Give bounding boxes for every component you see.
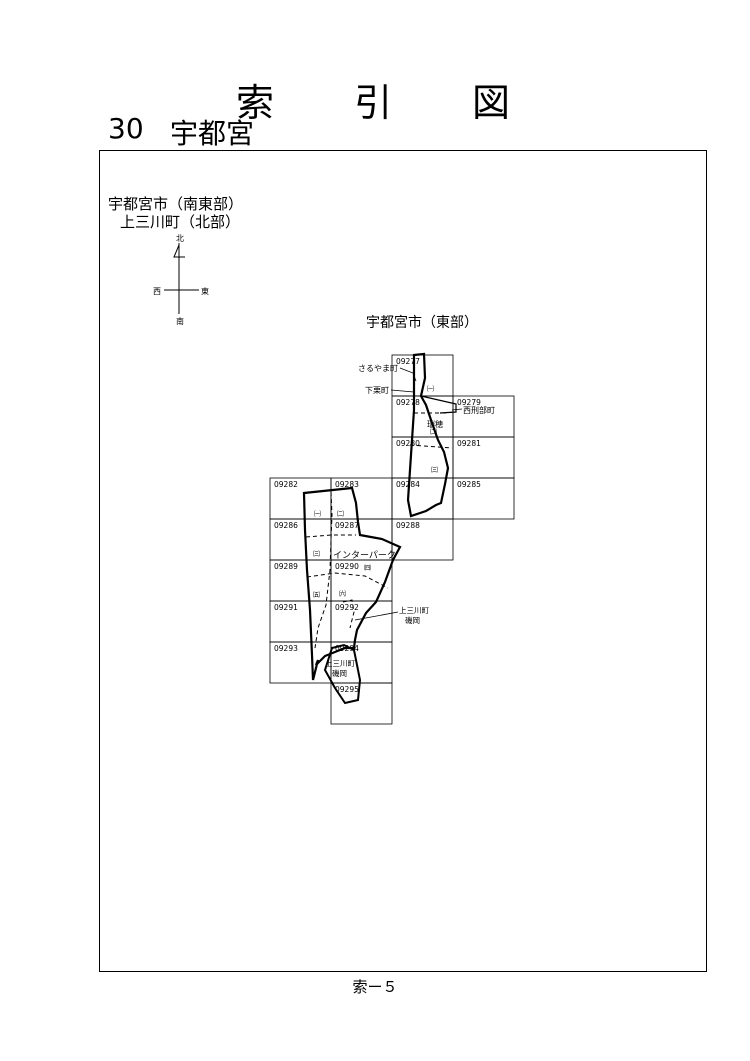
boundary-south-polygon bbox=[302, 486, 402, 681]
place-label-isooka: 磯岡 bbox=[405, 616, 420, 625]
map-sheet-label-09292: 09292 bbox=[335, 603, 359, 612]
district-mark-6: ㈢ bbox=[313, 550, 320, 558]
sheet-number: 30 bbox=[108, 112, 144, 145]
title-char-3: 図 bbox=[472, 81, 515, 125]
compass-south: 南 bbox=[176, 317, 184, 326]
map-sheet-label-09282: 09282 bbox=[274, 480, 298, 489]
compass-west: 西 bbox=[153, 287, 161, 296]
district-mark-3: ㈢ bbox=[431, 466, 438, 474]
place-label-interpark: インターパーク bbox=[333, 551, 396, 561]
compass-north: 北 bbox=[176, 234, 184, 243]
boundary-north-strip bbox=[406, 352, 450, 518]
map-sheet-label-09279: 09279 bbox=[457, 398, 481, 407]
map-sheet-label-09287: 09287 bbox=[335, 521, 359, 530]
map-sheet-label-09285: 09285 bbox=[457, 480, 481, 489]
boundary-south-lower bbox=[323, 643, 362, 705]
map-sheet-label-09290: 09290 bbox=[335, 562, 359, 571]
compass-east: 東 bbox=[201, 287, 209, 296]
internal-line-south-1 bbox=[314, 491, 333, 649]
map-sheet-09288 bbox=[391, 518, 454, 561]
map-sheet-label-09293: 09293 bbox=[274, 644, 298, 653]
place-label-sarayama: さるやま町 bbox=[358, 364, 398, 373]
compass-icon bbox=[164, 243, 199, 314]
district-mark-5: ㈡ bbox=[337, 510, 344, 518]
page-title: 索引図 bbox=[0, 72, 750, 127]
title-char-2: 引 bbox=[353, 81, 396, 125]
district-mark-7: ㈣ bbox=[364, 564, 371, 572]
map-sheet-label-09277: 09277 bbox=[396, 357, 420, 366]
map-sheet-label-09288: 09288 bbox=[396, 521, 420, 530]
map-sheet-label-09295: 09295 bbox=[335, 685, 359, 694]
district-mark-9: ㈥ bbox=[339, 590, 346, 598]
internal-line-south-2 bbox=[305, 534, 356, 538]
map-sheet-label-09291: 09291 bbox=[274, 603, 298, 612]
place-label-shimokuri: 下栗町 bbox=[365, 386, 389, 395]
district-mark-8: ㈤ bbox=[313, 591, 320, 599]
region-label-north: 上三川町（北部） bbox=[120, 213, 241, 231]
place-label-kaminokawa: 上三川町 bbox=[399, 606, 429, 615]
map-sheet-09285 bbox=[452, 477, 515, 520]
map-sheet-label-09283: 09283 bbox=[335, 480, 359, 489]
district-mark-2: ㈡ bbox=[430, 428, 437, 436]
internal-line-south-3 bbox=[306, 572, 389, 589]
district-mark-1: ㈠ bbox=[427, 385, 434, 393]
internal-line-north-2 bbox=[409, 444, 453, 449]
place-label-nishi-tokibe: 西刑部町 bbox=[463, 406, 495, 415]
place-label-mizuho: 瑞穂 bbox=[427, 420, 443, 429]
map-frame bbox=[99, 150, 707, 972]
boundary-north-strip-side bbox=[420, 395, 457, 414]
map-sheet-label-09280: 09280 bbox=[396, 439, 420, 448]
boundary-layer bbox=[302, 352, 457, 705]
leader-lines bbox=[354, 367, 463, 621]
region-label-southeast: 宇都宮市（南東部） bbox=[108, 195, 244, 213]
map-sheet-label-09289: 09289 bbox=[274, 562, 298, 571]
sheet-name: 宇都宮 bbox=[170, 117, 255, 150]
page-footer: 索ー５ bbox=[352, 978, 398, 996]
title-char-1: 索 bbox=[235, 81, 278, 125]
map-sheet-09295 bbox=[330, 682, 393, 725]
place-label-kaminokawa-lower: 上三川町 bbox=[325, 659, 355, 668]
internal-line-south-4 bbox=[342, 599, 355, 629]
district-mark-4: ㈠ bbox=[314, 510, 321, 518]
map-sheet-label-09281: 09281 bbox=[457, 439, 481, 448]
map-sheet-label-09286: 09286 bbox=[274, 521, 298, 530]
map-sheet-label-09278: 09278 bbox=[396, 398, 420, 407]
place-label-isooka-lower: 磯岡 bbox=[332, 669, 347, 678]
region-label-east: 宇都宮市（東部） bbox=[366, 315, 478, 331]
